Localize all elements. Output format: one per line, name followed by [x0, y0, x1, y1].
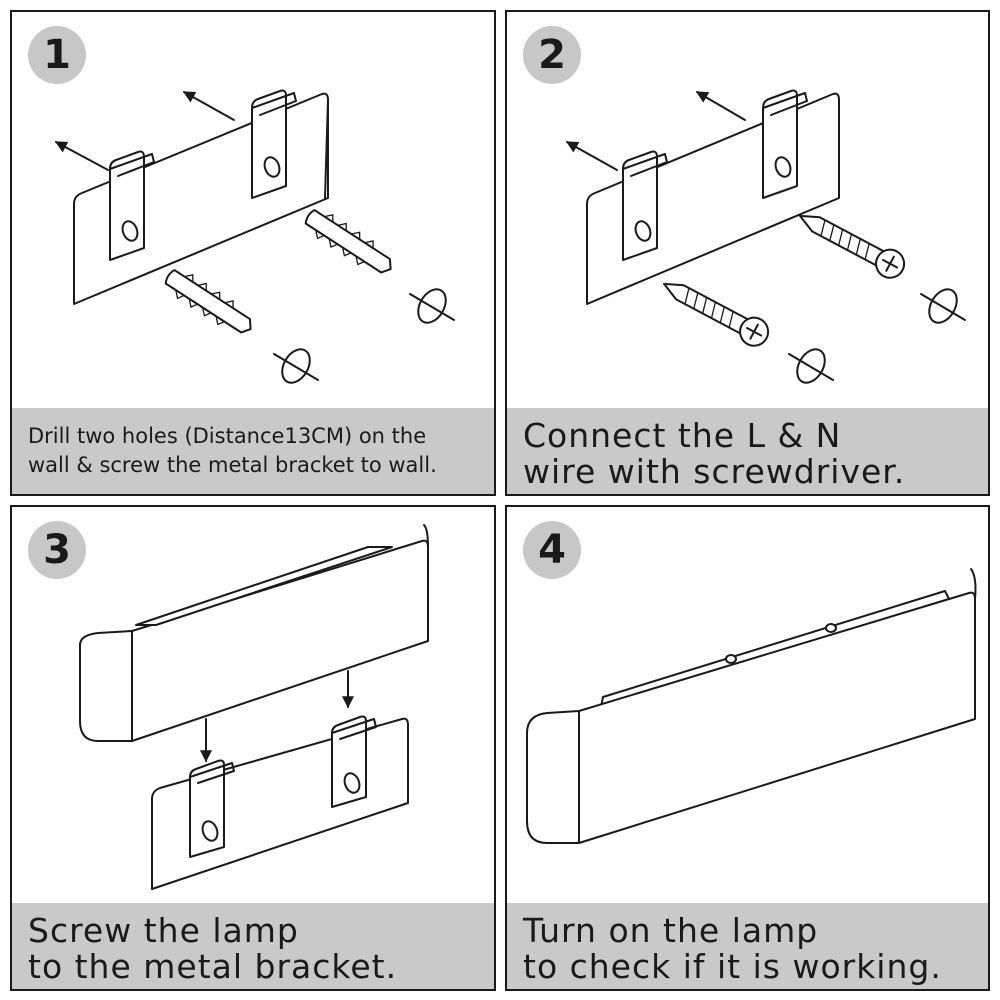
step-number-badge: 3 — [28, 521, 86, 579]
rotate-icon-1 — [273, 348, 319, 384]
step-1-panel: 1 Drill two holes (Distance13CM) on the … — [10, 10, 496, 496]
caption-line: to the metal bracket. — [28, 947, 398, 986]
step-number-badge: 2 — [523, 26, 581, 84]
rotate-icon-1 — [788, 348, 834, 384]
bracket-clip-right — [762, 89, 808, 199]
screw-hole — [825, 623, 837, 633]
wall-anchor-1 — [164, 269, 252, 334]
rotate-icon-2 — [409, 288, 455, 324]
step-4-illustration — [526, 568, 977, 844]
bracket-clip-left — [622, 150, 668, 261]
step-number-badge: 4 — [523, 521, 581, 579]
wall-anchor-2 — [304, 209, 392, 274]
bracket-clip-left — [189, 759, 235, 858]
step-2-illustration — [565, 89, 966, 384]
step-3-panel: 3 Screw the lamp to the metal bracket. — [10, 505, 496, 991]
lamp-body — [79, 524, 429, 742]
step-1-caption: Drill two holes (Distance13CM) on the wa… — [12, 408, 494, 494]
arrow-right — [182, 91, 235, 121]
step-4-panel: 4 Turn on the lamp to check if it is wor… — [505, 505, 990, 991]
step-3-illustration — [79, 524, 429, 890]
caption-line: wire with screwdriver. — [523, 452, 906, 491]
step-3-caption: Screw the lamp to the metal bracket. — [12, 903, 494, 989]
step-1-illustration — [54, 89, 455, 384]
step-number-badge: 1 — [28, 26, 86, 84]
caption-line: Drill two holes (Distance13CM) on the — [28, 424, 427, 448]
caption-line: to check if it is working. — [523, 947, 942, 986]
caption-line: Screw the lamp — [28, 911, 299, 950]
step-2-panel: 2 Connect the L & N wire with screwdrive… — [505, 10, 990, 496]
caption-line: Connect the L & N — [523, 416, 842, 455]
caption-line: Turn on the lamp — [523, 911, 819, 950]
caption-line: wall & screw the metal bracket to wall. — [28, 453, 437, 477]
arrow-left — [565, 141, 618, 171]
step-4-caption: Turn on the lamp to check if it is worki… — [507, 903, 988, 989]
arrow-left — [54, 141, 109, 171]
screw-2 — [799, 214, 906, 279]
bracket-clip-right — [251, 89, 297, 199]
bracket-clip-right — [331, 715, 377, 808]
step-2-caption: Connect the L & N wire with screwdriver. — [507, 408, 988, 494]
screw-1 — [663, 282, 770, 347]
arrow-right — [695, 91, 746, 121]
rotate-icon-2 — [920, 288, 966, 324]
bracket-clip-left — [109, 150, 155, 261]
screw-hole — [725, 654, 737, 664]
mounted-lamp — [526, 568, 977, 844]
